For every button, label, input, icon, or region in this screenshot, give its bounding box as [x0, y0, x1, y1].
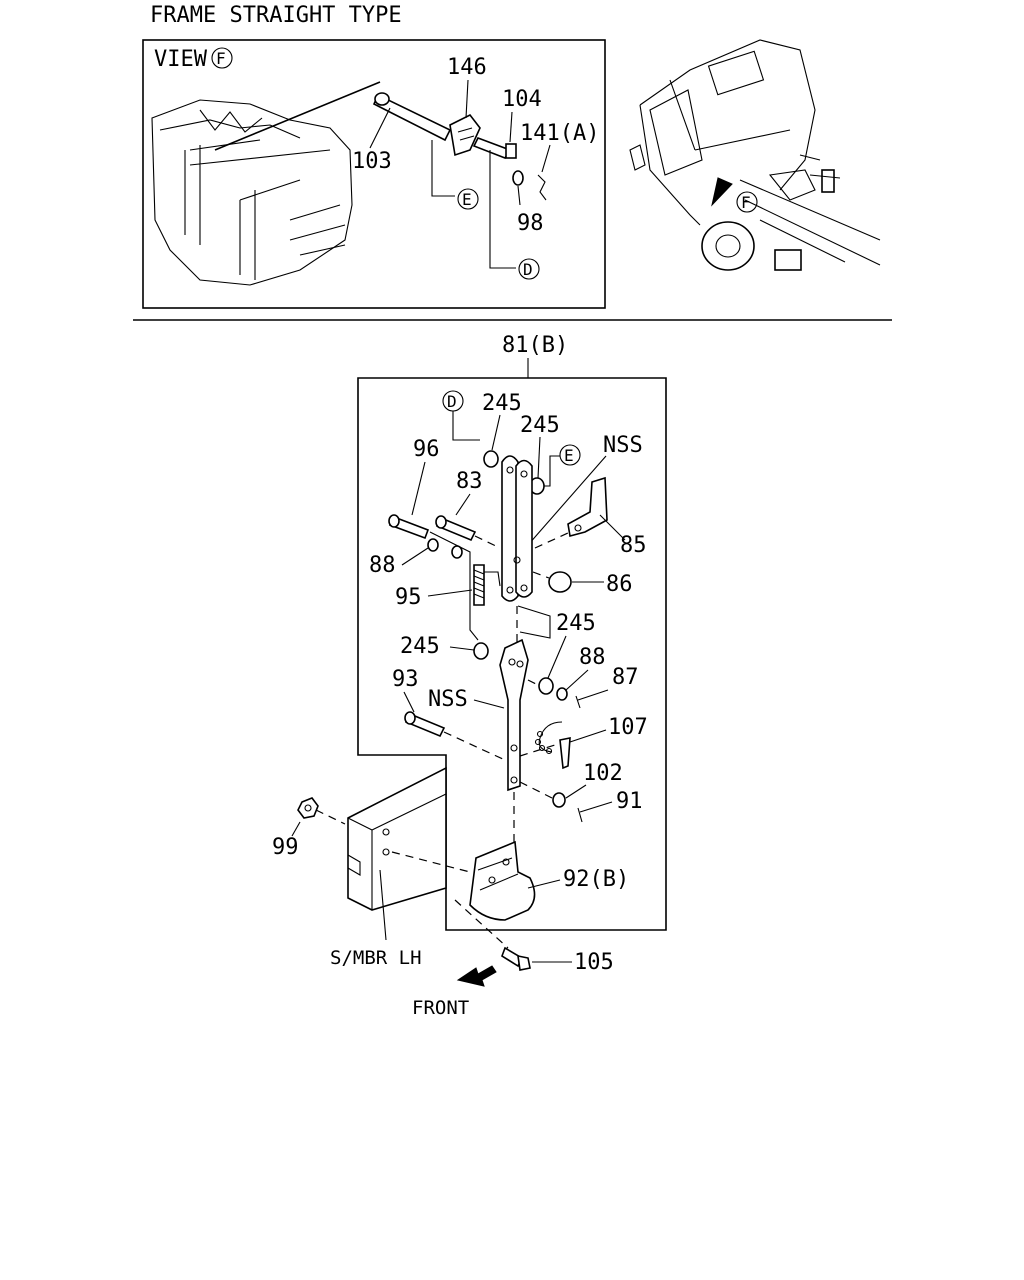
label-103: 103: [352, 149, 392, 174]
bushing-245-a: [483, 450, 499, 468]
label-83: 83: [456, 469, 483, 494]
label-86: 86: [606, 572, 633, 597]
diagram-title: FRAME STRAIGHT TYPE: [150, 3, 402, 28]
bracket-85: [567, 476, 608, 537]
label-245-b: 245: [520, 413, 560, 438]
label-245-a: 245: [482, 391, 522, 416]
circle-d-top: D: [523, 260, 533, 279]
spring-95: [473, 564, 501, 606]
label-146: 146: [447, 55, 487, 80]
label-99: 99: [272, 835, 299, 860]
view-label: VIEW: [154, 47, 208, 72]
label-96: 96: [413, 437, 440, 462]
label-81b: 81(B): [502, 333, 568, 358]
circle-e-top: E: [462, 190, 472, 209]
label-245-c: 245: [400, 634, 440, 659]
label-side-member: S/MBR LH: [330, 947, 422, 969]
label-95: 95: [395, 585, 422, 610]
circle-d-main: D: [447, 392, 457, 411]
cotter-pin-87: [575, 689, 609, 709]
washer-98: [512, 170, 524, 206]
view-letter: F: [216, 49, 226, 68]
ring-86: [548, 571, 572, 593]
label-105: 105: [574, 950, 614, 975]
label-nss-upper: NSS: [603, 433, 643, 458]
bolt-104: [472, 111, 517, 159]
bushing-245-c: [473, 642, 489, 660]
side-member: [347, 766, 471, 941]
label-85: 85: [620, 533, 647, 558]
label-87: 87: [612, 665, 639, 690]
clip-141a: [537, 144, 551, 201]
view-arrow-icon: [711, 177, 733, 207]
pin-103: [369, 92, 452, 149]
assembly-81b: 81(B) D 245 245 E NSS 85: [357, 333, 667, 931]
nut-99: [291, 797, 346, 837]
upper-lever: [501, 455, 519, 602]
front-arrow-icon: [456, 965, 497, 987]
label-104: 104: [502, 87, 542, 112]
circle-f-truck: F: [741, 193, 751, 212]
view-f-panel: VIEW F: [142, 39, 606, 309]
label-92b: 92(B): [563, 867, 629, 892]
label-91: 91: [616, 789, 643, 814]
label-front: FRONT: [412, 997, 469, 1019]
label-88-a: 88: [369, 553, 396, 578]
cotter-pin-91: [577, 801, 613, 823]
bracket-146: [449, 79, 481, 157]
washer-102: [552, 792, 566, 808]
circle-e-main: E: [564, 446, 574, 465]
label-102: 102: [583, 761, 623, 786]
label-93: 93: [392, 667, 419, 692]
chain-107: [534, 721, 571, 770]
bushing-245-d: [538, 677, 554, 695]
label-nss-lower: NSS: [428, 687, 468, 712]
lower-lever: [499, 638, 529, 792]
bolt-105: [454, 899, 572, 971]
label-98: 98: [517, 211, 544, 236]
label-107: 107: [608, 715, 648, 740]
label-88-b: 88: [579, 645, 606, 670]
truck-sketch: F: [629, 39, 881, 271]
label-141a: 141(A): [520, 121, 599, 146]
label-245-d: 245: [556, 611, 596, 636]
engine-sketch: [151, 81, 381, 286]
